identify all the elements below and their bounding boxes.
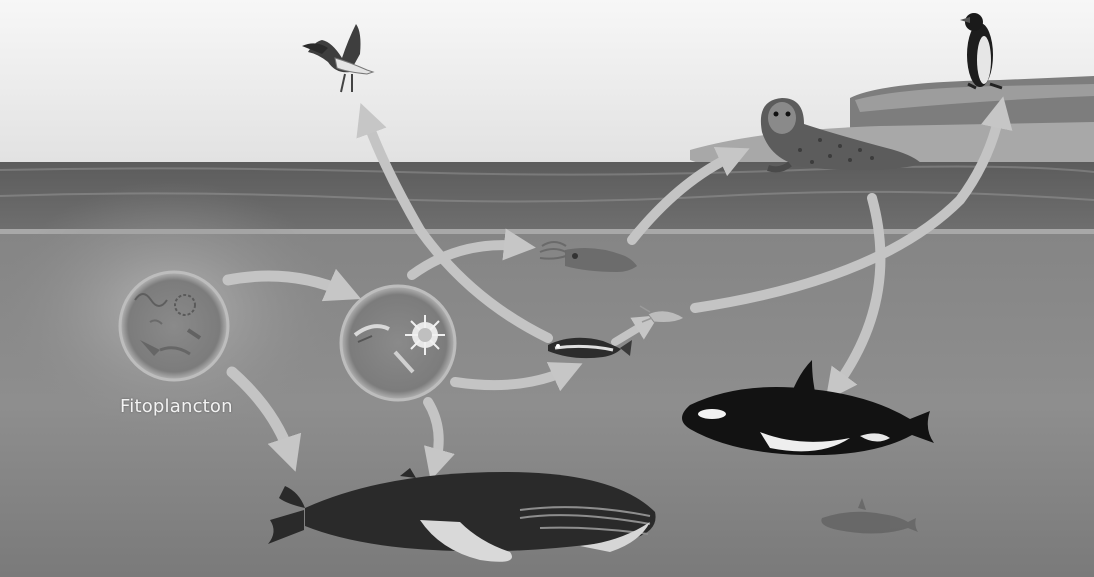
zooplankton-icon	[341, 286, 455, 400]
phytoplankton-label: Fitoplancton	[120, 396, 233, 417]
phytoplankton-icon	[120, 272, 228, 380]
